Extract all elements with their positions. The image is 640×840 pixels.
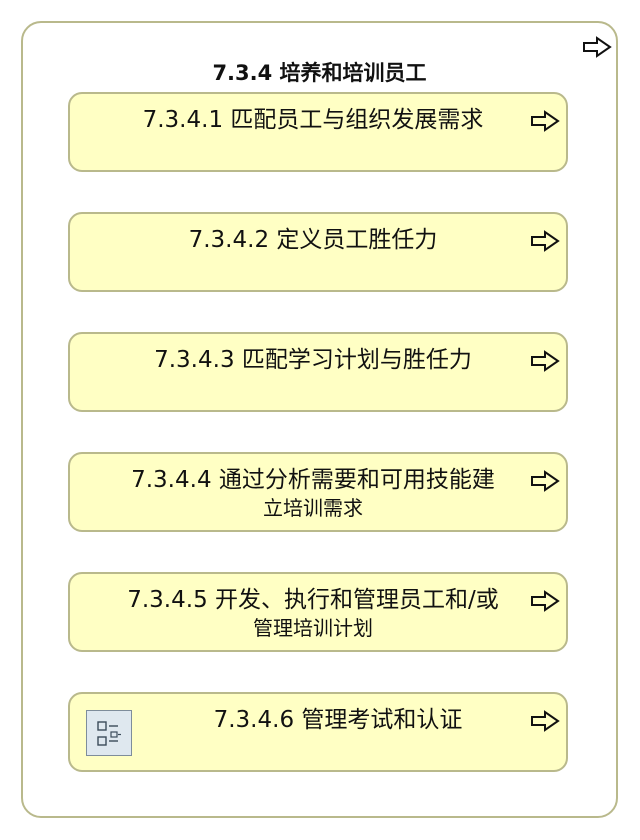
right-arrow-outline-icon[interactable] — [530, 590, 560, 612]
step-label: 7.3.4.2 定义员工胜任力 — [188, 227, 438, 253]
right-arrow-outline-icon[interactable] — [530, 110, 560, 132]
right-arrow-outline-icon[interactable] — [530, 350, 560, 372]
step-label: 7.3.4.5 开发、执行和管理员工和/或 管理培训计划 — [127, 587, 499, 640]
step-card-6[interactable]: 7.3.4.6 管理考试和认证 — [68, 692, 568, 772]
step-card-2[interactable]: 7.3.4.2 定义员工胜任力 — [68, 212, 568, 292]
subprocess-icon[interactable] — [86, 710, 132, 756]
step-card-4[interactable]: 7.3.4.4 通过分析需要和可用技能建 立培训需求 — [68, 452, 568, 532]
step-card-1[interactable]: 7.3.4.1 匹配员工与组织发展需求 — [68, 92, 568, 172]
step-card-5[interactable]: 7.3.4.5 开发、执行和管理员工和/或 管理培训计划 — [68, 572, 568, 652]
step-label: 7.3.4.1 匹配员工与组织发展需求 — [142, 107, 484, 133]
step-label: 7.3.4.3 匹配学习计划与胜任力 — [154, 347, 472, 373]
process-title: 7.3.4 培养和培训员工 — [212, 61, 427, 85]
right-arrow-outline-icon[interactable] — [582, 36, 612, 58]
right-arrow-outline-icon[interactable] — [530, 470, 560, 492]
step-label: 7.3.4.4 通过分析需要和可用技能建 立培训需求 — [131, 467, 495, 520]
right-arrow-outline-icon[interactable] — [530, 230, 560, 252]
step-card-3[interactable]: 7.3.4.3 匹配学习计划与胜任力 — [68, 332, 568, 412]
right-arrow-outline-icon[interactable] — [530, 710, 560, 732]
step-label: 7.3.4.6 管理考试和认证 — [213, 707, 463, 733]
